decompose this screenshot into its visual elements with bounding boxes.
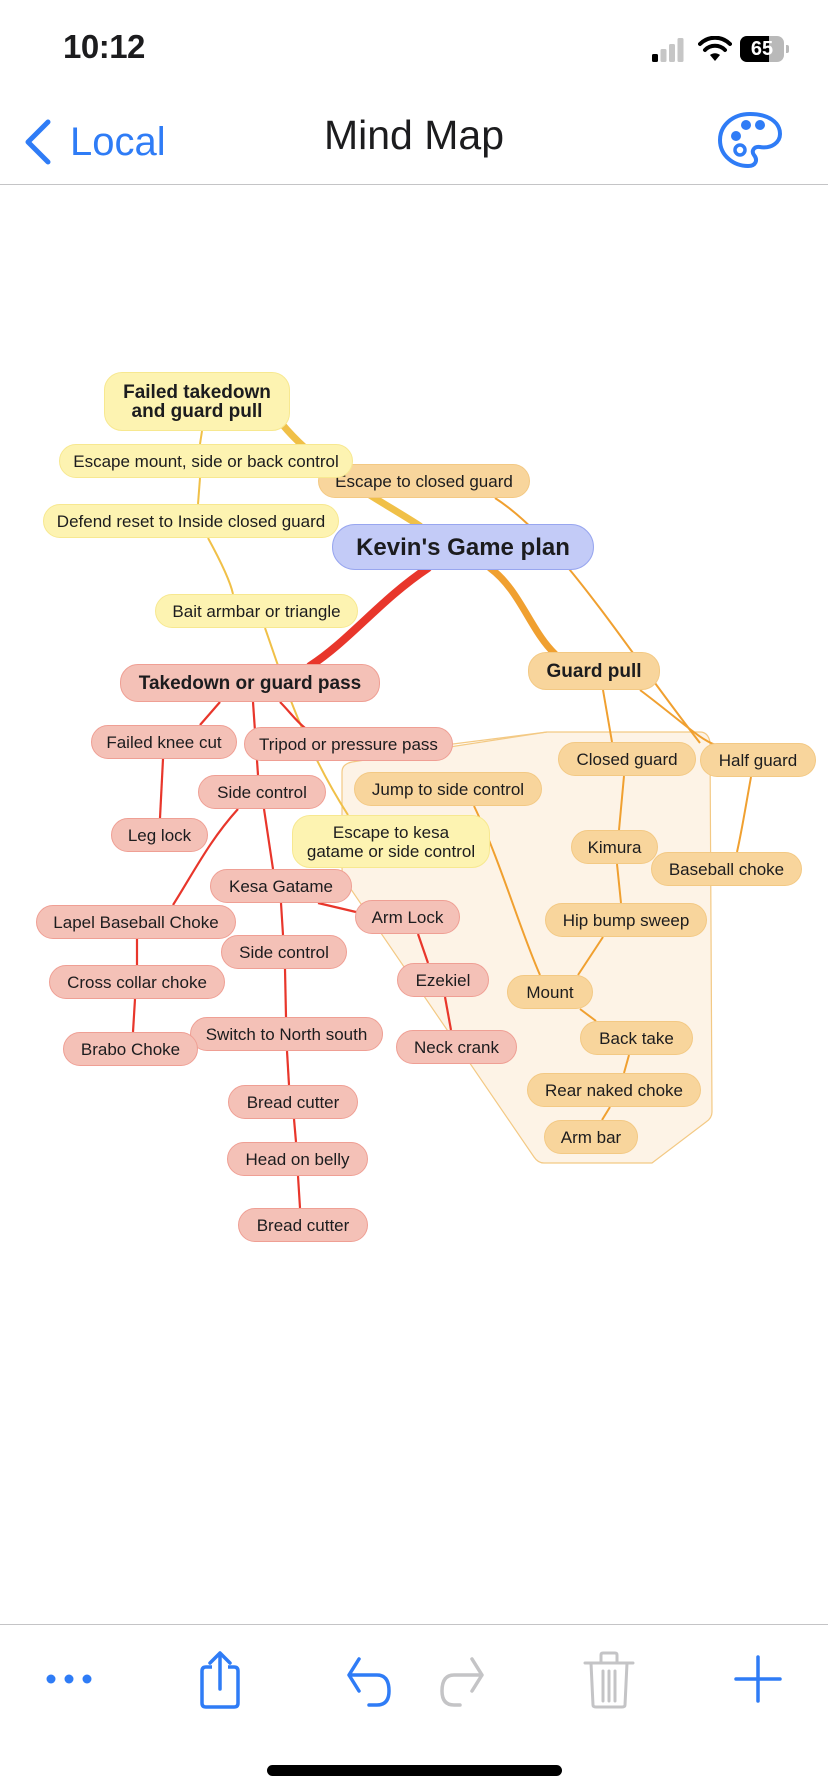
- link-switch-bread1: [285, 1050, 291, 1086]
- link-closed-kimura: [618, 775, 625, 831]
- battery-level: 65: [750, 38, 774, 60]
- wifi-icon: [698, 36, 732, 61]
- battery-fill: [740, 36, 769, 62]
- node-bread-cutter-1[interactable]: Bread cutter: [228, 1085, 358, 1119]
- node-closed-guard[interactable]: Closed guard: [558, 742, 696, 776]
- link-escape-mount-defend: [197, 477, 201, 505]
- node-bait-armbar[interactable]: Bait armbar or triangle: [155, 594, 358, 628]
- plus-icon[interactable]: [728, 1649, 788, 1709]
- link-rear-armbar: [601, 1106, 611, 1121]
- home-indicator[interactable]: [267, 1765, 562, 1776]
- node-defend-reset[interactable]: Defend reset to Inside closed guard: [43, 504, 339, 538]
- node-escape-closed-guard[interactable]: Escape to closed guard: [318, 464, 530, 498]
- navigation-bar: Local Mind Map: [0, 100, 828, 185]
- link-side1-kesa: [262, 808, 275, 870]
- node-root[interactable]: Kevin's Game plan: [332, 524, 594, 570]
- link-guard-pull-closed: [602, 689, 613, 743]
- link-kesa-side2: [279, 902, 285, 936]
- node-failed-takedown[interactable]: Failed takedown and guard pull: [104, 372, 290, 431]
- bottom-toolbar: [0, 1624, 828, 1735]
- node-half-guard[interactable]: Half guard: [700, 743, 816, 777]
- link-mount-back: [579, 1008, 597, 1022]
- node-kimura[interactable]: Kimura: [571, 830, 658, 864]
- node-escape-kesa[interactable]: Escape to kesa gatame or side control: [292, 815, 490, 868]
- trash-icon[interactable]: [579, 1649, 639, 1709]
- node-mount[interactable]: Mount: [507, 975, 593, 1009]
- node-takedown[interactable]: Takedown or guard pass: [120, 664, 380, 702]
- node-rear-naked-choke[interactable]: Rear naked choke: [527, 1073, 701, 1107]
- cellular-signal-icon: [652, 38, 684, 62]
- link-side1-lapel: [172, 808, 239, 906]
- battery-indicator: 65: [740, 36, 789, 62]
- link-kneecut-leglock: [158, 758, 165, 819]
- link-takedown-tripod: [279, 701, 306, 729]
- node-tripod[interactable]: Tripod or pressure pass: [244, 727, 453, 761]
- node-ezekiel[interactable]: Ezekiel: [397, 963, 489, 997]
- node-escape-mount[interactable]: Escape mount, side or back control: [59, 444, 353, 478]
- node-kesa-gatame[interactable]: Kesa Gatame: [210, 869, 352, 903]
- node-cross-collar-choke[interactable]: Cross collar choke: [49, 965, 225, 999]
- node-brabo-choke[interactable]: Brabo Choke: [63, 1032, 198, 1066]
- status-bar: 10:12 65: [0, 0, 828, 100]
- node-side-control-2[interactable]: Side control: [221, 935, 347, 969]
- link-failed-escape-mount: [199, 430, 203, 445]
- status-time: 10:12: [63, 28, 145, 65]
- back-button[interactable]: Local: [22, 114, 166, 170]
- undo-icon[interactable]: [343, 1649, 403, 1709]
- link-back-rear: [623, 1054, 630, 1074]
- node-hip-bump-sweep[interactable]: Hip bump sweep: [545, 903, 707, 937]
- link-head-bread2: [296, 1175, 302, 1209]
- redo-icon[interactable]: [428, 1649, 488, 1709]
- link-half-baseball: [736, 776, 752, 853]
- palette-icon[interactable]: [716, 110, 784, 170]
- node-arm-bar[interactable]: Arm bar: [544, 1120, 638, 1154]
- node-switch-north-south[interactable]: Switch to North south: [190, 1017, 383, 1051]
- link-escape-closed-guard-half: [494, 497, 701, 744]
- node-baseball-choke[interactable]: Baseball choke: [651, 852, 802, 886]
- page-title: Mind Map: [323, 112, 504, 158]
- node-neck-crank[interactable]: Neck crank: [396, 1030, 517, 1064]
- back-label: Local: [70, 119, 166, 164]
- link-cross-brabo: [131, 998, 137, 1033]
- node-failed-knee-cut[interactable]: Failed knee cut: [91, 725, 237, 759]
- node-lapel-baseball-choke[interactable]: Lapel Baseball Choke: [36, 905, 236, 939]
- link-defend-bait: [207, 537, 234, 595]
- share-icon[interactable]: [190, 1649, 250, 1709]
- node-jump-side-control[interactable]: Jump to side control: [354, 772, 542, 806]
- link-kesa-armlock: [317, 901, 357, 914]
- link-ezekiel-neck: [443, 996, 453, 1031]
- node-side-control-1[interactable]: Side control: [198, 775, 326, 809]
- link-bait-kesa: [264, 627, 349, 816]
- node-guard-pull[interactable]: Guard pull: [528, 652, 660, 690]
- more-icon[interactable]: [39, 1649, 99, 1709]
- node-bread-cutter-2[interactable]: Bread cutter: [238, 1208, 368, 1242]
- link-takedown-kneecut: [199, 701, 221, 726]
- node-head-on-belly[interactable]: Head on belly: [227, 1142, 368, 1176]
- link-tripod-group: [452, 731, 548, 745]
- branch-root-guard-pull: [486, 564, 559, 658]
- node-leg-lock[interactable]: Leg lock: [111, 818, 208, 852]
- link-armlock-ezekiel: [416, 933, 430, 964]
- node-arm-lock[interactable]: Arm Lock: [355, 900, 460, 934]
- link-side2-switch: [283, 968, 288, 1018]
- link-kimura-hip: [616, 863, 622, 904]
- link-bread1-head: [292, 1118, 298, 1143]
- node-back-take[interactable]: Back take: [580, 1021, 693, 1055]
- branch-root-takedown: [306, 564, 432, 670]
- chevron-left-icon: [25, 119, 51, 165]
- link-hip-mount: [577, 936, 604, 976]
- mind-map-canvas[interactable]: Failed takedown and guard pull Escape to…: [0, 186, 828, 1624]
